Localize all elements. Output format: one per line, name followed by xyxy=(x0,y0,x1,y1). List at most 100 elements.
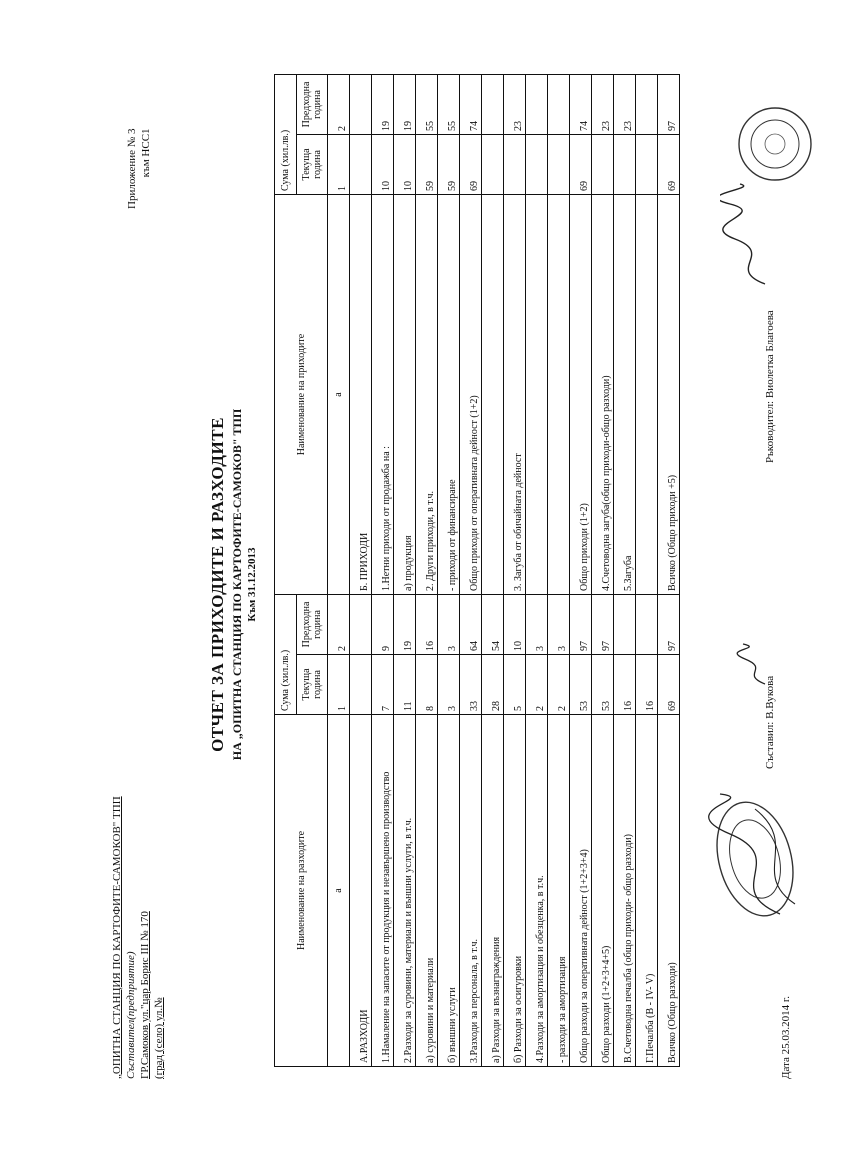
income-row xyxy=(635,74,658,595)
manager-signature-icon xyxy=(720,183,766,285)
expenses-row: В.Счетоводна печалба (общо приходи- общо… xyxy=(613,594,636,1067)
expenses-cell-cur: 33 xyxy=(459,654,482,715)
expenses-cell-name: Общо разходи за оперативната дейност (1+… xyxy=(569,714,592,1067)
income-row xyxy=(547,74,570,595)
expenses-cell-cur: 69 xyxy=(657,654,680,715)
expenses-row: А.РАЗХОДИ xyxy=(349,594,372,1067)
report-subtitle: НА „ОПИТНА СТАНЦИЯ ПО КАРТОФИТЕ-САМОКОВ"… xyxy=(230,408,244,761)
expenses-table: Наименование на разходите Сума (хил.лв.)… xyxy=(274,594,680,1067)
expenses-cell-cur: 53 xyxy=(569,654,592,715)
expenses-name-header: Наименование на разходите xyxy=(274,714,328,1067)
expenses-cell-prev xyxy=(635,594,658,655)
income-row: 3. Загуба от обичайната дейност 23 xyxy=(503,74,526,595)
compiler-stamp-signature-icon xyxy=(708,793,796,917)
income-cell-prev: 23 xyxy=(591,74,614,135)
income-cell-cur: 69 xyxy=(569,134,592,195)
expenses-cell-name: 4.Разходи за амортизация и обезценка, в … xyxy=(525,714,548,1067)
expenses-cell-prev: 64 xyxy=(459,594,482,655)
income-cell-name: - приходи от финансиране xyxy=(437,194,460,595)
expenses-cell-prev: 97 xyxy=(569,594,592,655)
expenses-cell-cur: 5 xyxy=(503,654,526,715)
expenses-cell-prev: 9 xyxy=(371,594,394,655)
expenses-cell-name: А.РАЗХОДИ xyxy=(349,714,372,1067)
expenses-cell-name: Всичко (Общо разходи) xyxy=(657,714,680,1067)
expenses-cell-cur: 11 xyxy=(393,654,416,715)
expenses-index-2: 2 xyxy=(327,594,350,655)
income-cell-name xyxy=(547,194,570,595)
expenses-cell-cur: 53 xyxy=(591,654,614,715)
address-label: (град (село) ул.№ xyxy=(153,997,165,1079)
income-cell-name: 4.Счетоводна загуба(общо приходи-общо ра… xyxy=(591,194,614,595)
income-table: Наименование на приходите Сума (хил.лв.)… xyxy=(274,74,680,595)
expenses-cell-prev xyxy=(349,594,372,655)
expenses-cell-prev: 16 xyxy=(415,594,438,655)
expenses-cell-prev: 10 xyxy=(503,594,526,655)
expenses-cell-cur: 3 xyxy=(437,654,460,715)
income-cell-cur xyxy=(349,134,372,195)
income-cell-prev: 55 xyxy=(415,74,438,135)
expenses-previous-header: Предходна година xyxy=(296,594,328,655)
organization-label: Съставител(предприятие) xyxy=(125,951,137,1079)
expenses-cell-name: В.Счетоводна печалба (общо приходи- общо… xyxy=(613,714,636,1067)
income-row: Б. ПРИХОДИ xyxy=(349,74,372,595)
income-cell-prev: 19 xyxy=(393,74,416,135)
expenses-cell-name: 1.Намаление на запасите от продукция и н… xyxy=(371,714,394,1067)
expenses-cell-cur: 16 xyxy=(635,654,658,715)
income-cell-cur xyxy=(503,134,526,195)
expenses-row: 1.Намаление на запасите от продукция и н… xyxy=(371,594,394,1067)
income-row xyxy=(481,74,504,595)
appendix-line-1: Приложение № 3 xyxy=(126,128,138,209)
income-index-a: а xyxy=(327,194,350,595)
income-row xyxy=(525,74,548,595)
expenses-cell-prev xyxy=(613,594,636,655)
report-date-label: Дата 25.03.2014 г. xyxy=(780,996,792,1079)
expenses-sum-header: Сума (хил.лв.) xyxy=(274,594,297,715)
expenses-row: 4.Разходи за амортизация и обезценка, в … xyxy=(525,594,548,1067)
income-cell-name xyxy=(525,194,548,595)
expenses-index-1: 1 xyxy=(327,654,350,715)
organization-block: „ОПИТНА СТАНЦИЯ ПО КАРТОФИТЕ-САМОКОВ" ТП… xyxy=(110,796,166,1079)
expenses-cell-prev: 3 xyxy=(525,594,548,655)
income-cell-prev: 23 xyxy=(503,74,526,135)
income-cell-cur: 69 xyxy=(459,134,482,195)
institution-round-stamp-icon xyxy=(738,107,812,181)
income-cell-name: 3. Загуба от обичайната дейност xyxy=(503,194,526,595)
expenses-cell-cur: 2 xyxy=(547,654,570,715)
income-cell-cur xyxy=(481,134,504,195)
manager-signature-label: Ръководител: Виолетка Благоева xyxy=(764,310,776,463)
income-cell-prev: 97 xyxy=(657,74,680,135)
income-cell-prev xyxy=(481,74,504,135)
income-previous-header: Предходна година xyxy=(296,74,328,135)
income-cell-cur xyxy=(525,134,548,195)
income-cell-name: Б. ПРИХОДИ xyxy=(349,194,372,595)
expenses-cell-prev: 3 xyxy=(437,594,460,655)
income-cell-prev xyxy=(349,74,372,135)
income-cell-prev: 74 xyxy=(459,74,482,135)
expenses-cell-prev: 19 xyxy=(393,594,416,655)
expenses-current-header: Текуща година xyxy=(296,654,328,715)
income-cell-prev: 23 xyxy=(613,74,636,135)
income-cell-prev: 19 xyxy=(371,74,394,135)
expenses-cell-cur: 7 xyxy=(371,654,394,715)
report-date: Към 31.12.2013 xyxy=(246,547,258,622)
expenses-row: 2.Разходи за суровини, материали и външн… xyxy=(393,594,416,1067)
income-cell-name: 1.Нетни приходи от продажба на : xyxy=(371,194,394,595)
compiler-signature-icon xyxy=(736,643,766,685)
income-cell-cur: 59 xyxy=(415,134,438,195)
income-row: 4.Счетоводна загуба(общо приходи-общо ра… xyxy=(591,74,614,595)
income-index-1: 1 xyxy=(327,134,350,195)
appendix-line-2: към НСС1 xyxy=(140,128,152,178)
income-cell-name: а) продукция xyxy=(393,194,416,595)
income-cell-name xyxy=(481,194,504,595)
